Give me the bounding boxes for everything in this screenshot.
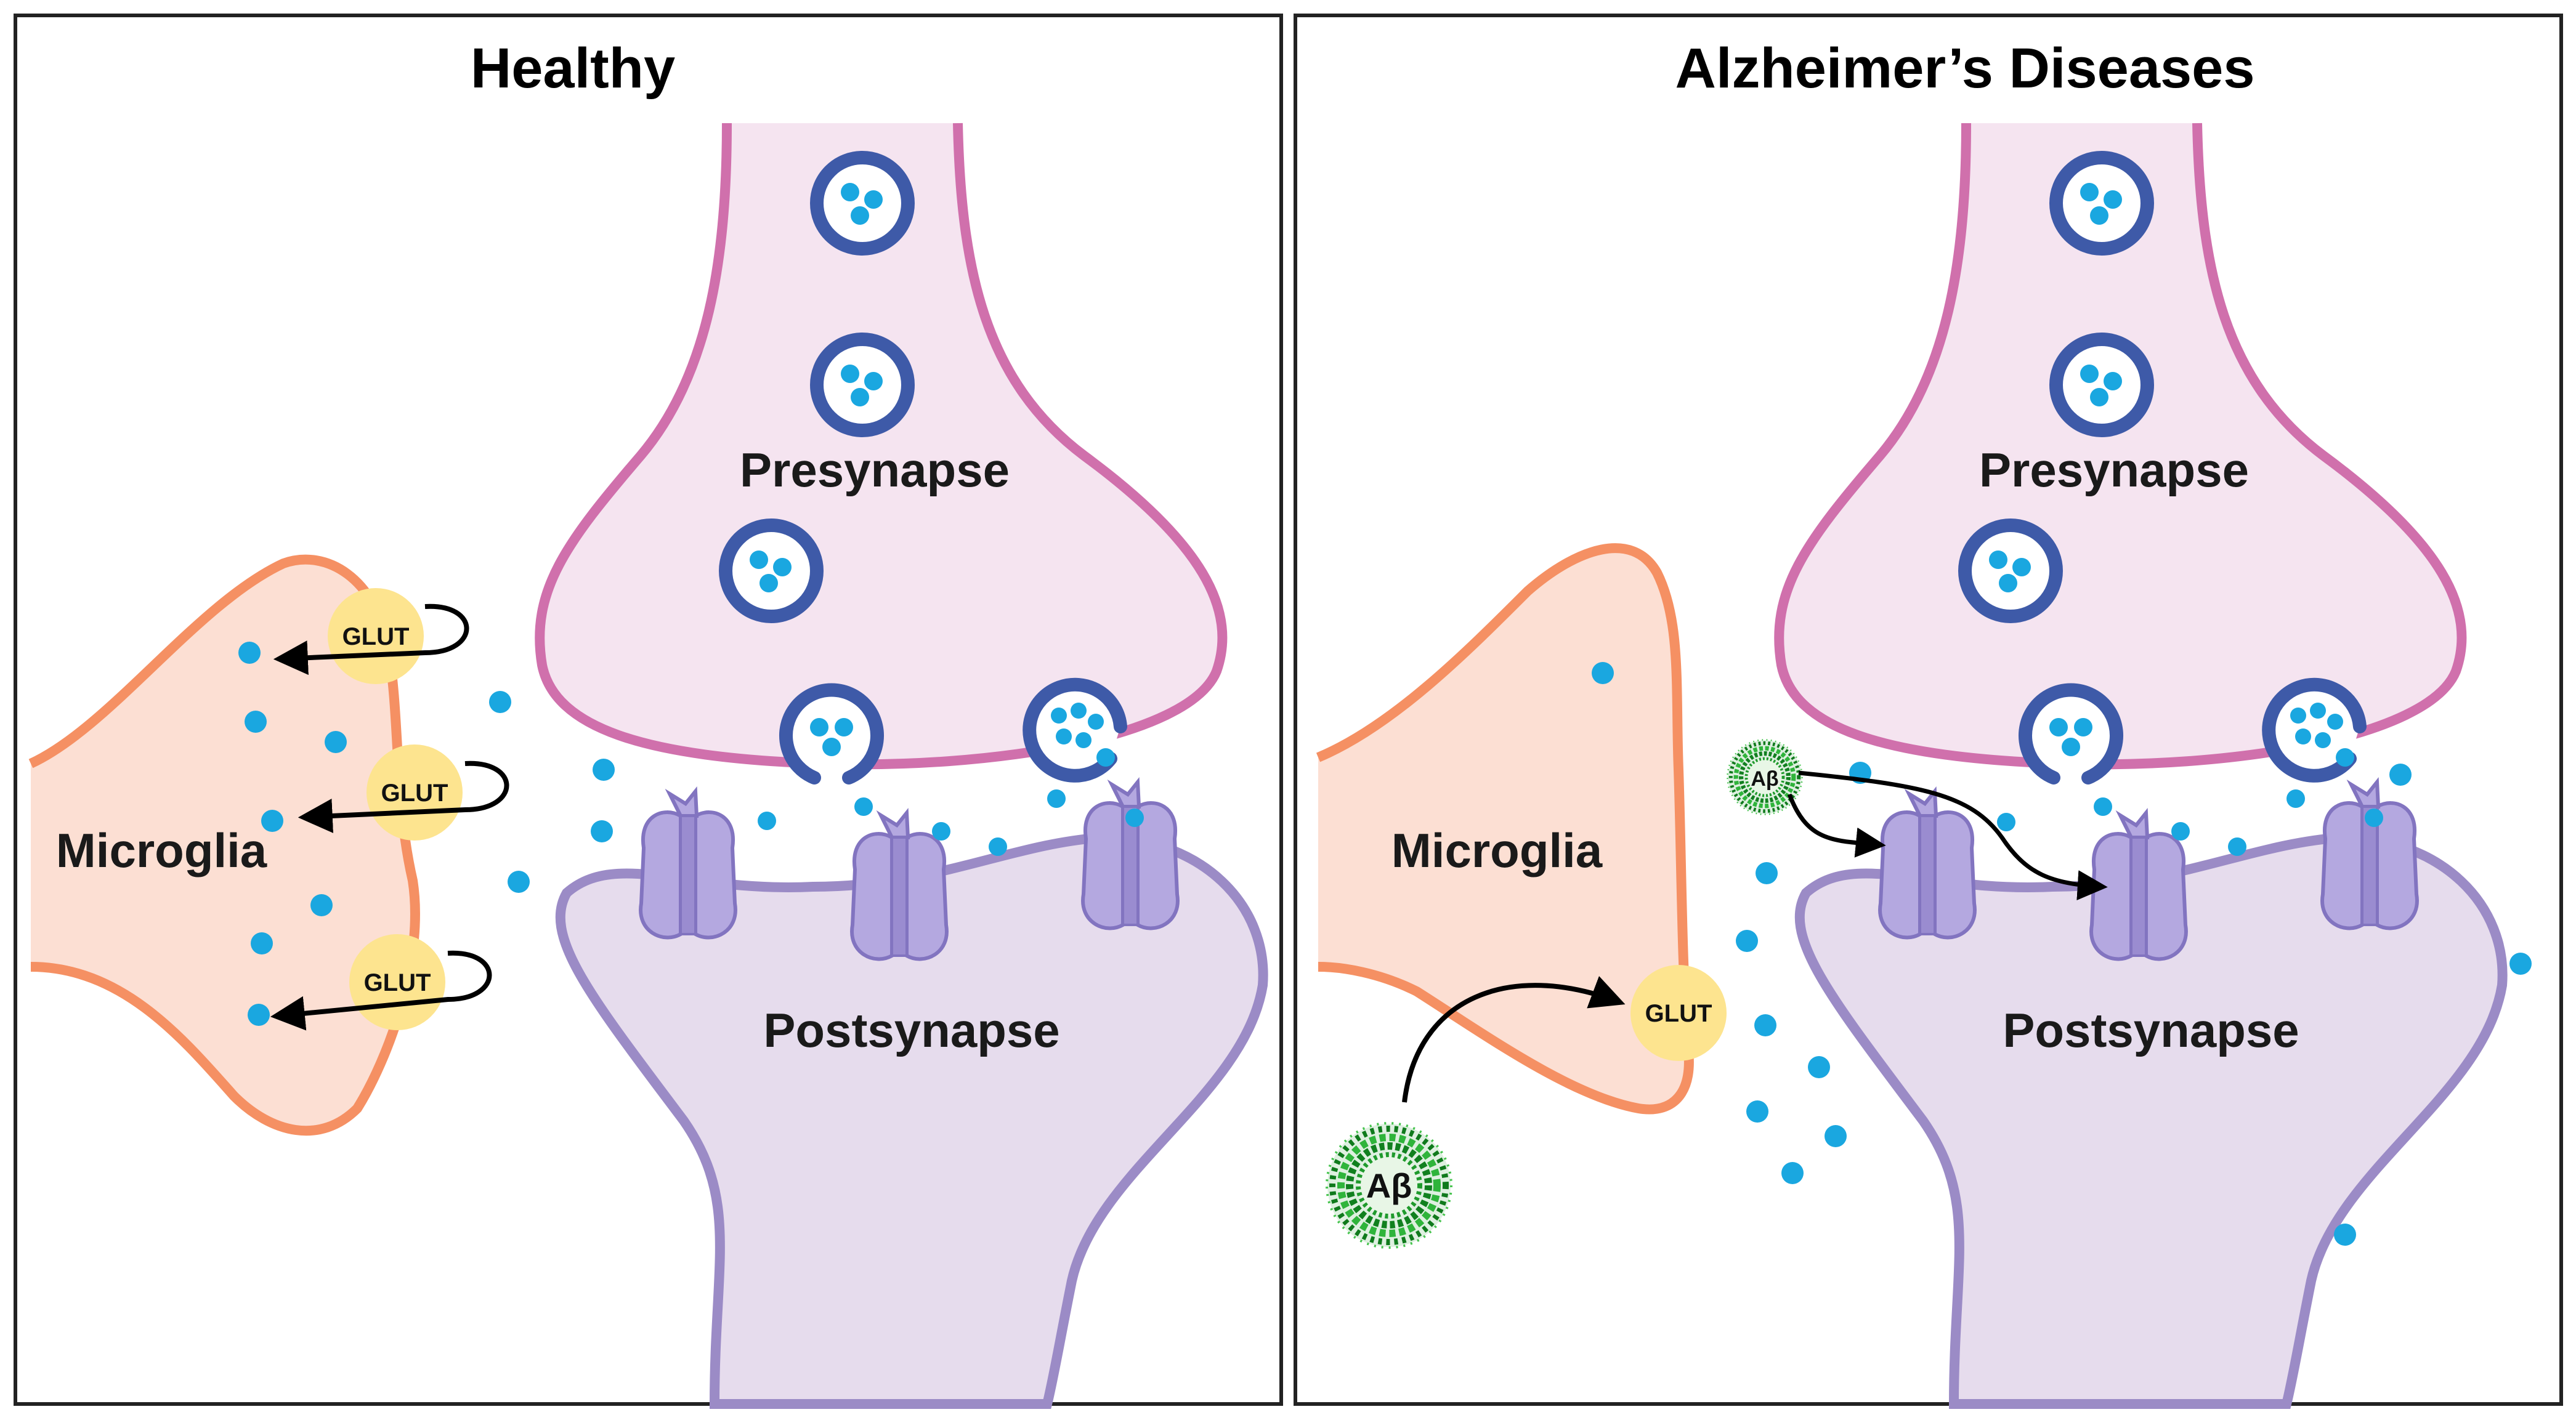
glut-label: GLUT xyxy=(381,780,448,807)
glutamate-transporter-icon: GLUT xyxy=(273,588,469,684)
postsynapse-label: Postsynapse xyxy=(763,1003,1059,1057)
microglia-label: Microglia xyxy=(56,823,267,877)
panel-alzheimers: GLUT Aβ Aβ Alzheimer’s Diseases Presynap… xyxy=(1294,14,2563,1409)
glut-label: GLUT xyxy=(1645,1000,1712,1027)
synaptic-vesicle-icon xyxy=(2056,339,2147,430)
abeta-to-receptor-arrow xyxy=(1798,770,2108,901)
glutamate-molecules-healthy xyxy=(238,642,1144,1026)
presynapse-label: Presynapse xyxy=(740,443,1010,497)
abeta-label: Aβ xyxy=(1366,1166,1412,1205)
glutamate-transporter-icon: GLUT xyxy=(298,744,509,841)
synaptic-vesicle-icon xyxy=(817,339,908,430)
synaptic-vesicle-icon xyxy=(817,158,908,249)
postsynapse-label: Postsynapse xyxy=(2003,1003,2299,1057)
panel-title-healthy: Healthy xyxy=(471,37,675,100)
glutamate-transporter-icon: GLUT xyxy=(270,934,492,1031)
microglia-shape-healthy xyxy=(28,554,420,1136)
synaptic-vesicle-icon xyxy=(1965,525,2056,616)
microglia-shape-alzheimers xyxy=(1316,543,1694,1115)
synaptic-vesicle-fusing-icon xyxy=(786,690,877,778)
synaptic-vesicle-icon xyxy=(2056,158,2147,249)
microglia-label: Microglia xyxy=(1391,823,1603,877)
presynapse-label: Presynapse xyxy=(1979,443,2249,497)
abeta-label: Aβ xyxy=(1751,767,1778,791)
synaptic-vesicle-fusing-icon xyxy=(2025,690,2116,778)
abeta-to-glut-arrow xyxy=(1402,976,1626,1103)
postsynapse-shape-healthy xyxy=(555,832,1268,1409)
glutamate-transporter-icon: GLUT xyxy=(1630,965,1727,1061)
panel-title-alzheimers: Alzheimer’s Diseases xyxy=(1675,37,2255,100)
amyloid-beta-aggregate-icon: Aβ xyxy=(1727,740,1802,814)
glut-label: GLUT xyxy=(342,623,410,650)
panel-healthy: GLUT GLUT GLUT Healthy Presynapse Postsy… xyxy=(14,14,1283,1409)
synaptic-vesicle-icon xyxy=(726,525,817,616)
abeta-to-receptor-arrow xyxy=(1787,793,1886,858)
glut-label: GLUT xyxy=(364,969,431,996)
postsynapse-shape-alzheimers xyxy=(1794,832,2508,1409)
amyloid-beta-aggregate-icon: Aβ xyxy=(1327,1123,1451,1248)
